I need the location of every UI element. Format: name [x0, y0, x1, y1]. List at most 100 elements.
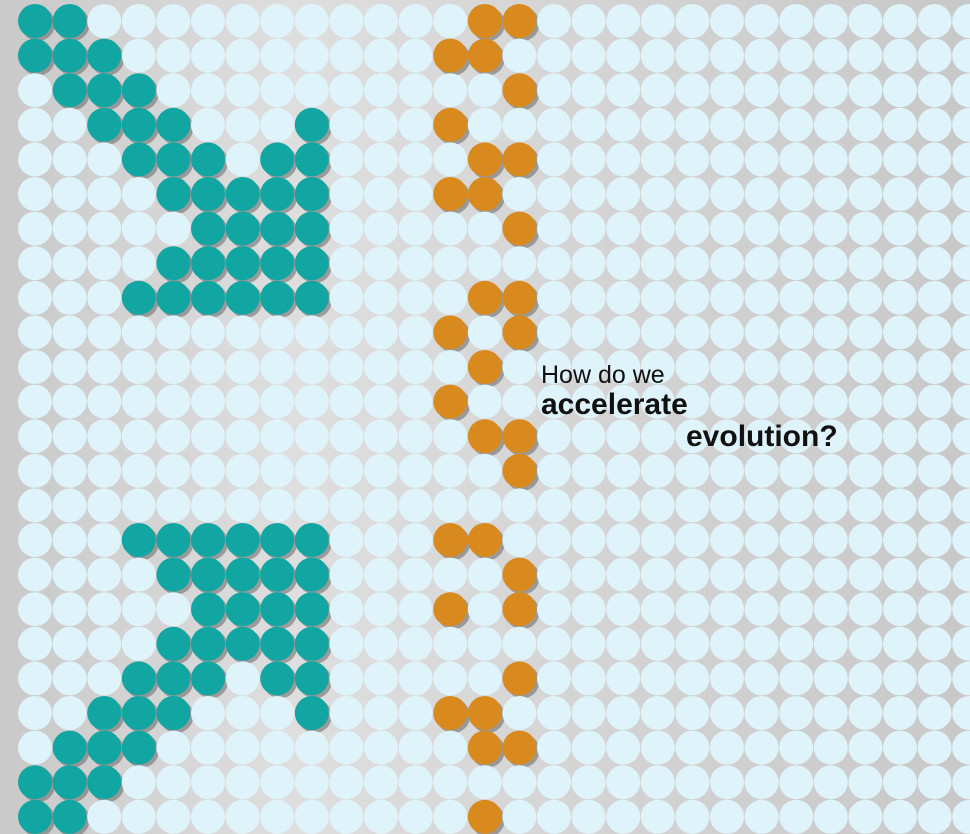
dot-empty: [710, 626, 744, 661]
dot-empty: [52, 280, 87, 315]
dot-empty: [917, 315, 952, 350]
dot-empty: [606, 661, 641, 696]
dot-empty: [606, 765, 641, 800]
dot-empty: [813, 280, 848, 315]
dot-empty: [917, 280, 952, 315]
dot-empty: [329, 246, 364, 281]
dot-empty: [52, 523, 87, 557]
dot-empty: [813, 765, 848, 800]
dot-teal: [191, 661, 225, 696]
dot-empty: [191, 488, 225, 523]
dot-empty: [121, 177, 156, 211]
dot-empty: [571, 730, 606, 765]
dot-empty: [433, 557, 468, 592]
dot-empty: [18, 73, 52, 108]
dot-empty: [191, 350, 225, 384]
dot-empty: [502, 107, 537, 142]
dot-empty: [571, 107, 606, 142]
dot-empty: [260, 107, 295, 142]
dot-empty: [952, 626, 970, 661]
dot-empty: [52, 142, 87, 177]
dot-empty: [779, 38, 814, 73]
dot-empty: [675, 177, 710, 211]
dot-empty: [744, 384, 779, 419]
dot-empty: [121, 246, 156, 281]
dot-empty: [87, 453, 122, 488]
dot-empty: [744, 799, 779, 834]
dot-empty: [952, 38, 970, 73]
dot-teal: [52, 730, 87, 765]
dot-empty: [329, 419, 364, 454]
dot-empty: [121, 488, 156, 523]
dot-empty: [191, 453, 225, 488]
dot-empty: [18, 280, 52, 315]
dot-empty: [537, 626, 571, 661]
dot-empty: [813, 177, 848, 211]
dot-empty: [571, 73, 606, 108]
dot-teal: [294, 626, 329, 661]
dot-empty: [744, 557, 779, 592]
dot-empty: [848, 696, 883, 730]
dot-empty: [710, 107, 744, 142]
dot-empty: [675, 661, 710, 696]
dot-empty: [52, 350, 87, 384]
dot-empty: [329, 211, 364, 246]
dot-orange: [467, 799, 502, 834]
dot-empty: [710, 523, 744, 557]
dot-orange: [502, 211, 537, 246]
dot-empty: [779, 765, 814, 800]
dot-empty: [364, 730, 398, 765]
dot-orange: [467, 419, 502, 454]
dot-empty: [744, 488, 779, 523]
dot-empty: [537, 523, 571, 557]
dot-empty: [883, 592, 917, 627]
dot-teal: [18, 799, 52, 834]
dot-empty: [364, 350, 398, 384]
dot-empty: [710, 765, 744, 800]
dot-empty: [329, 488, 364, 523]
dot-empty: [848, 799, 883, 834]
dot-empty: [260, 730, 295, 765]
dot-empty: [710, 142, 744, 177]
dot-empty: [398, 315, 433, 350]
dot-empty: [156, 419, 191, 454]
dot-empty: [710, 177, 744, 211]
dot-empty: [18, 661, 52, 696]
dot-orange: [467, 696, 502, 730]
dot-teal: [156, 107, 191, 142]
dot-empty: [87, 280, 122, 315]
dot-empty: [779, 799, 814, 834]
dot-empty: [225, 38, 260, 73]
dot-empty: [18, 453, 52, 488]
dot-empty: [156, 211, 191, 246]
dot-empty: [917, 523, 952, 557]
dot-empty: [744, 38, 779, 73]
dot-empty: [883, 557, 917, 592]
dot-empty: [883, 315, 917, 350]
dot-empty: [848, 315, 883, 350]
dot-empty: [606, 626, 641, 661]
dot-empty: [433, 280, 468, 315]
dot-empty: [18, 246, 52, 281]
dot-empty: [779, 107, 814, 142]
dot-empty: [710, 350, 744, 384]
dot-empty: [848, 177, 883, 211]
dot-teal: [294, 280, 329, 315]
dot-empty: [848, 523, 883, 557]
dot-teal: [121, 73, 156, 108]
dot-empty: [710, 73, 744, 108]
dot-empty: [329, 661, 364, 696]
dot-empty: [260, 73, 295, 108]
dot-empty: [848, 280, 883, 315]
dot-empty: [121, 350, 156, 384]
dot-teal: [294, 592, 329, 627]
dot-empty: [502, 384, 537, 419]
dot-empty: [848, 488, 883, 523]
dot-empty: [571, 38, 606, 73]
dot-empty: [606, 384, 641, 419]
dot-empty: [156, 488, 191, 523]
dot-empty: [537, 142, 571, 177]
dot-empty: [606, 488, 641, 523]
dot-empty: [813, 246, 848, 281]
dot-empty: [364, 626, 398, 661]
